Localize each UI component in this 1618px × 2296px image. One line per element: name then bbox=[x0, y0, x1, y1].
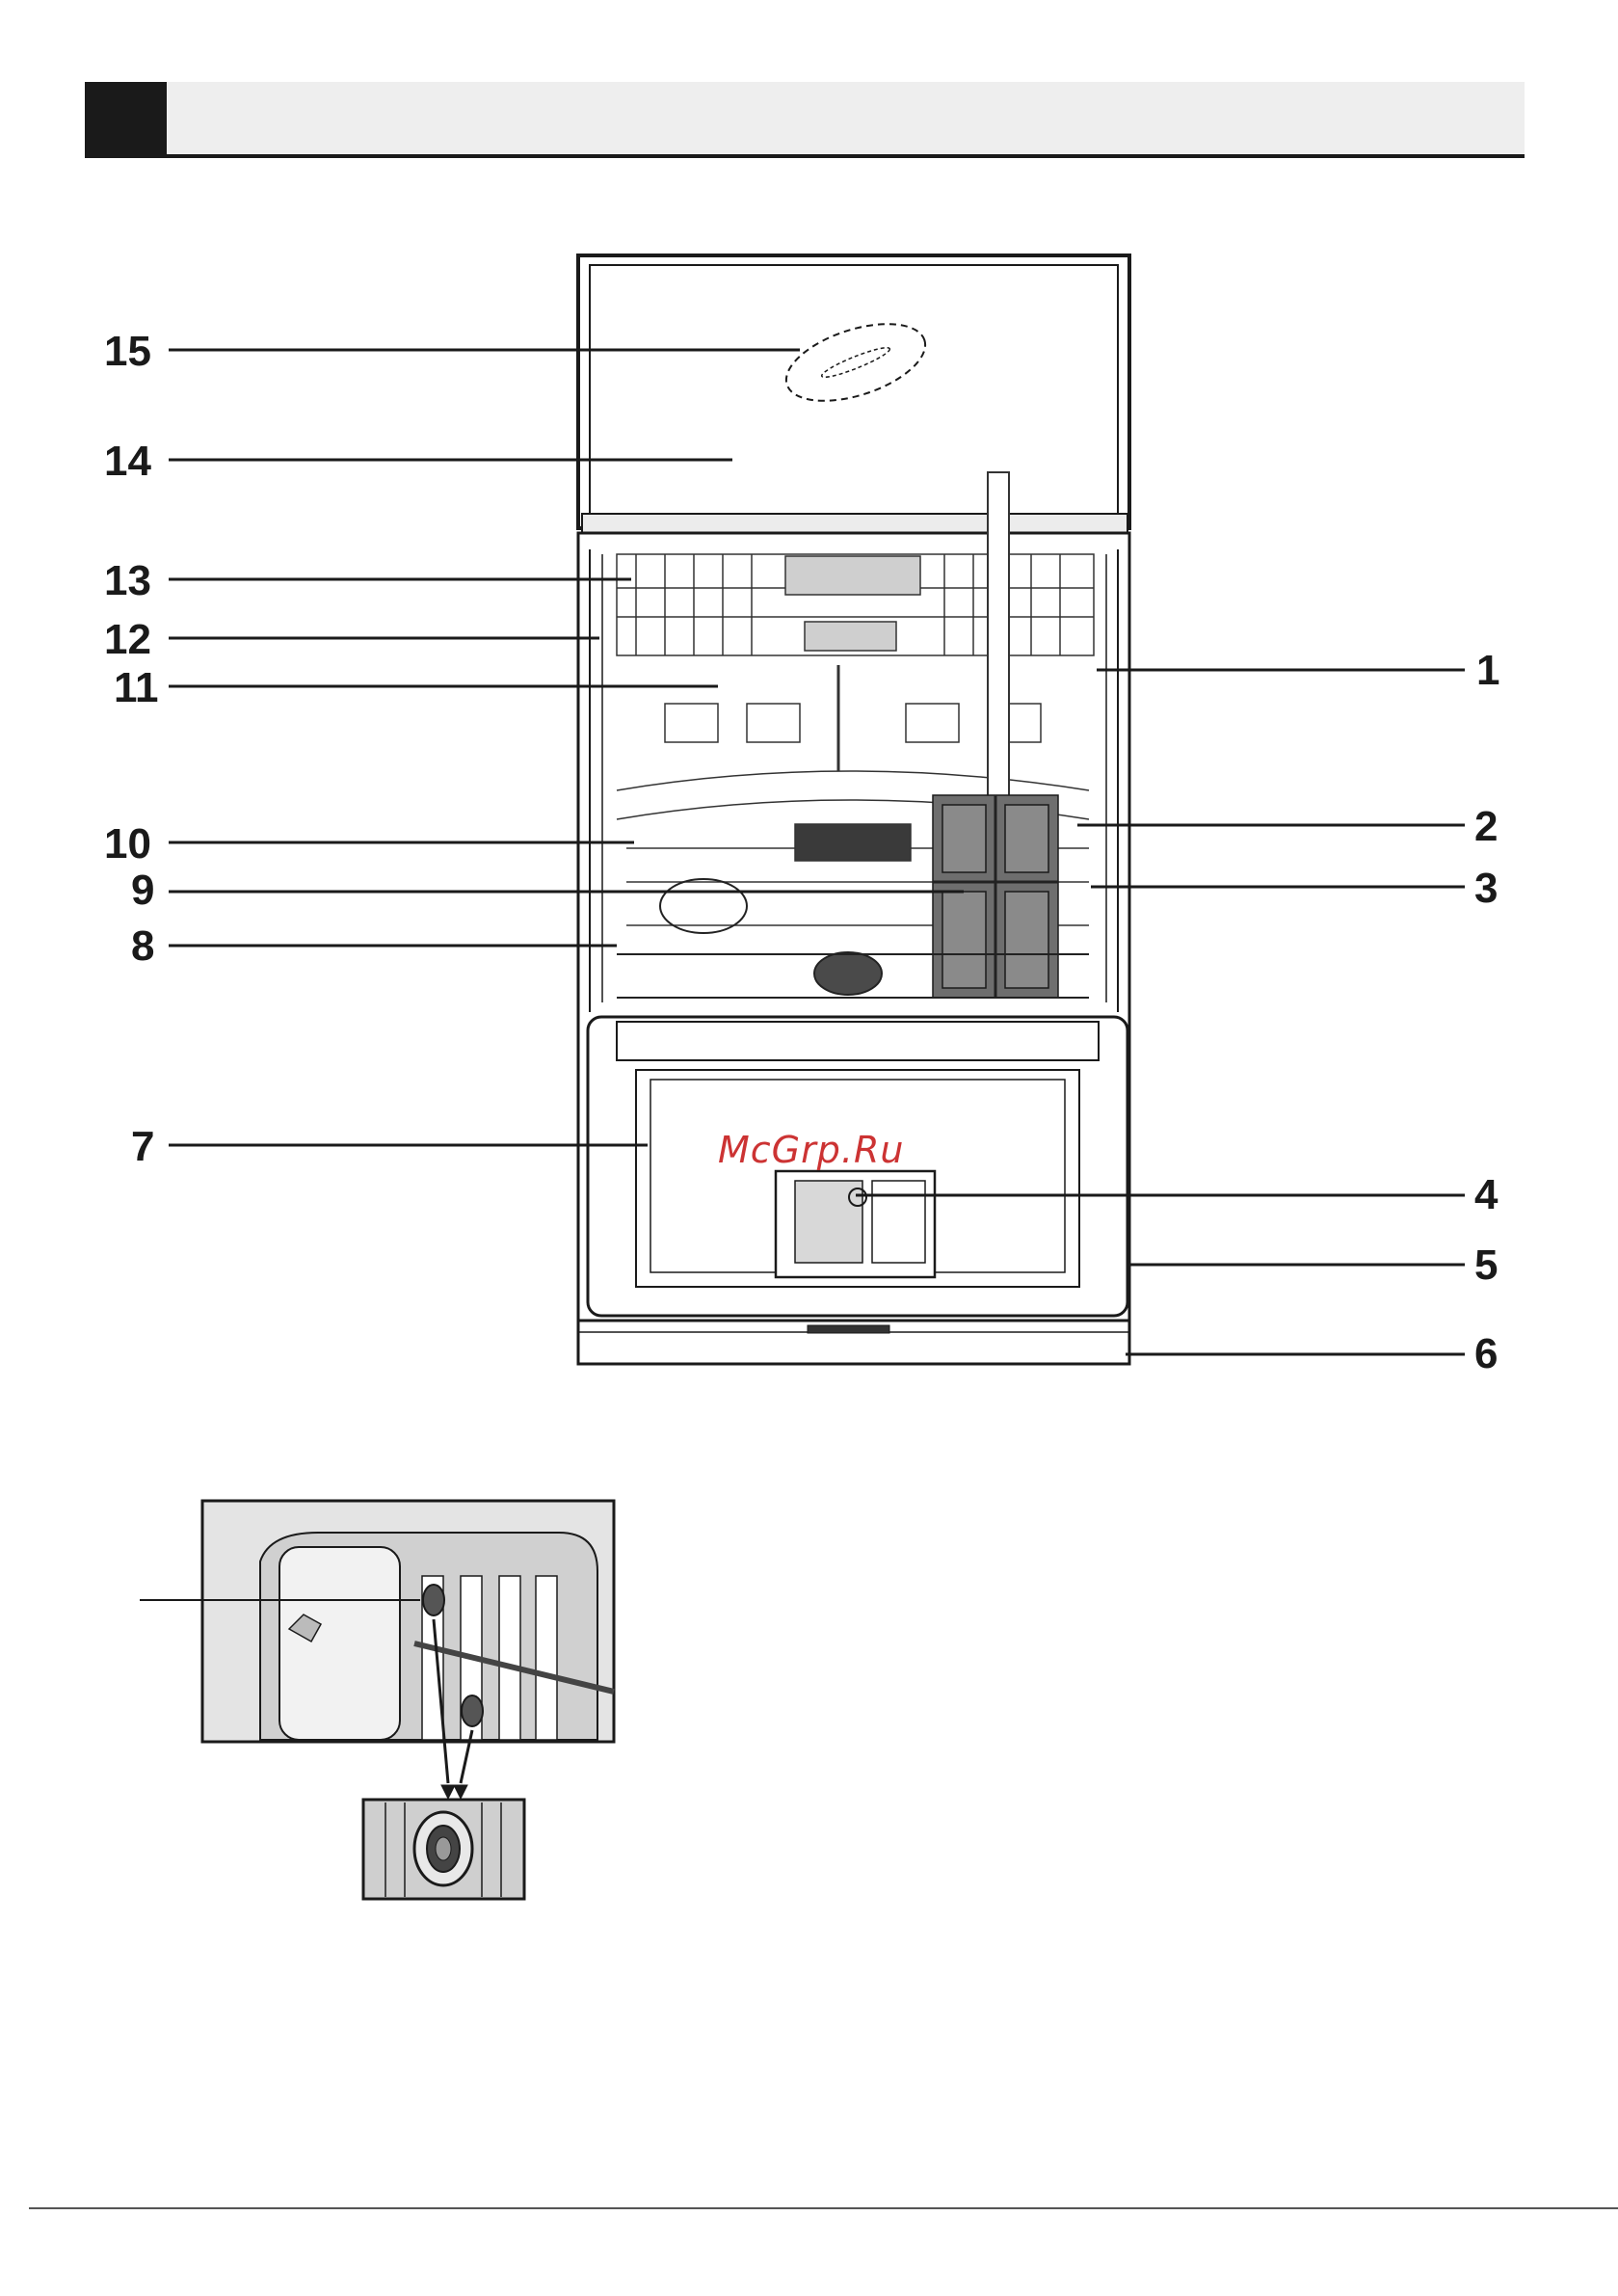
leader-lines-left bbox=[169, 350, 964, 1145]
callout-5: 5 bbox=[1474, 1244, 1498, 1287]
callout-7: 7 bbox=[131, 1126, 154, 1168]
callout-4: 4 bbox=[1474, 1174, 1498, 1216]
rating-label-area bbox=[777, 308, 935, 415]
callout-12: 12 bbox=[104, 619, 151, 661]
callout-11: 11 bbox=[114, 667, 159, 709]
callout-3: 3 bbox=[1474, 868, 1498, 910]
callout-2: 2 bbox=[1474, 806, 1498, 848]
door-panel bbox=[578, 255, 1129, 533]
inset-zoom bbox=[363, 1800, 524, 1899]
tall-item-holder bbox=[988, 472, 1009, 829]
callout-10: 10 bbox=[104, 823, 151, 866]
callout-8: 8 bbox=[131, 925, 154, 968]
callout-6: 6 bbox=[1474, 1333, 1498, 1375]
callout-14: 14 bbox=[104, 441, 151, 483]
callout-15: 15 bbox=[104, 331, 151, 373]
footer-rule bbox=[29, 2207, 1618, 2209]
watermark: McGrp.Ru bbox=[718, 1129, 904, 1171]
leader-lines-right bbox=[856, 670, 1465, 1354]
callout-9: 9 bbox=[131, 869, 154, 912]
upper-basket bbox=[617, 554, 1094, 771]
base-kickplate bbox=[578, 1321, 1129, 1364]
cutlery-basket bbox=[933, 795, 1058, 998]
callout-1: 1 bbox=[1476, 650, 1499, 692]
inset-photo bbox=[140, 1501, 614, 1799]
callout-13: 13 bbox=[104, 560, 151, 602]
